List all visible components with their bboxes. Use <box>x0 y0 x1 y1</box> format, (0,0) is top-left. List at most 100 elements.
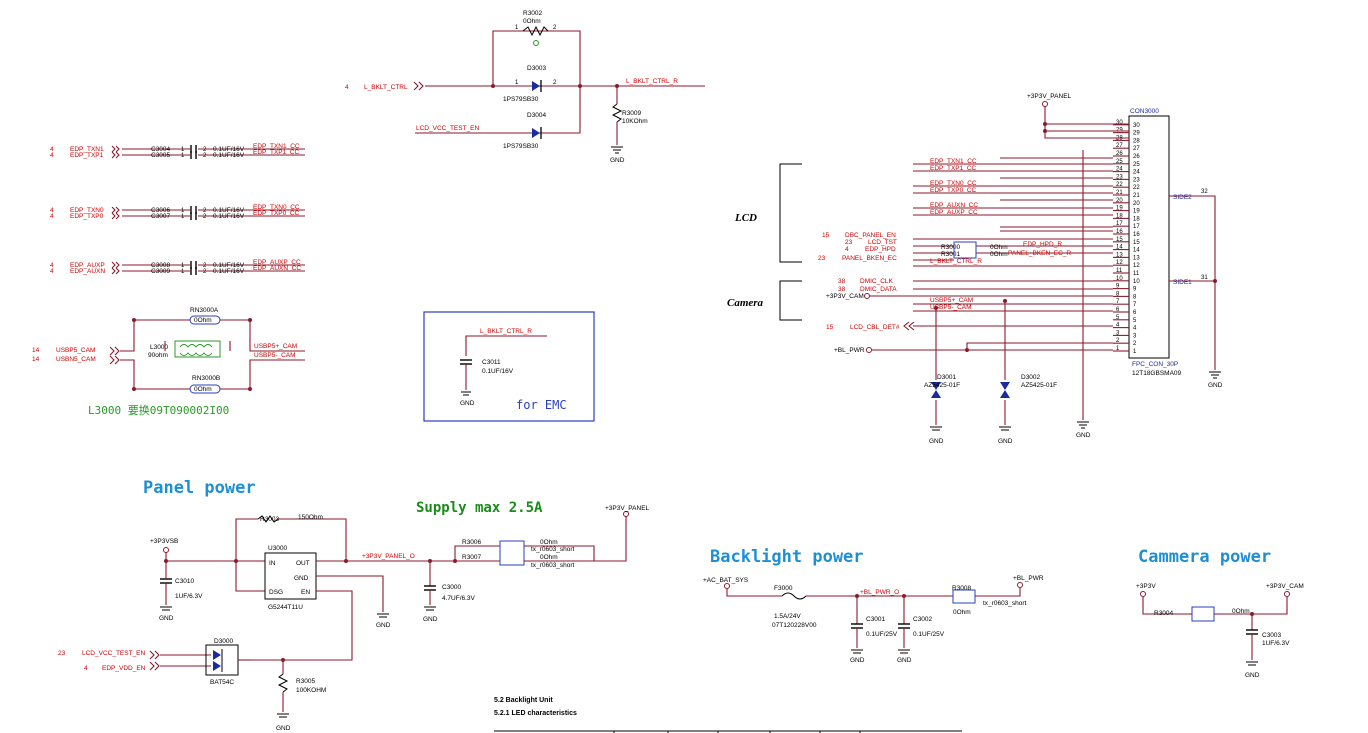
edp-net-5: EDP_AUXN <box>70 268 105 275</box>
con-pin-num-7: 7 <box>1133 302 1137 308</box>
con-pin-15: 15 <box>1116 237 1123 243</box>
svg-text:GND: GND <box>998 438 1013 445</box>
lcd-vcc-test-en-2: LCD_VCC_TEST_EN <box>82 650 146 657</box>
con3000-pn: 12T18GBSMA09 <box>1132 370 1182 377</box>
edp-net-2: EDP_TXN0 <box>70 207 104 214</box>
bl-vin: +AC_BAT_SYS <box>703 577 749 584</box>
det-ref: 15 <box>826 324 834 331</box>
edp-cap-val-1: 0.1UF/16V <box>213 152 245 159</box>
rn3000b-ref: RN3000B <box>192 375 220 382</box>
edp-net-3: EDP_TXP0 <box>70 213 104 220</box>
con-pin-26: 26 <box>1116 151 1123 157</box>
panel-bken-ec-r: PANEL_BKEN_EC_R <box>1008 250 1071 257</box>
edp-net-0: EDP_TXN1 <box>70 146 104 153</box>
svg-text:1: 1 <box>181 153 185 159</box>
r3001-ref: R3001 <box>941 251 961 258</box>
d3000-part: BAT54C <box>210 679 234 686</box>
lcd-tst: LCD_TST <box>868 239 897 246</box>
usbn5-cam-in: USBN5_CAM <box>56 356 96 363</box>
d3001-ref: D3001 <box>937 374 957 381</box>
panel-vin: +3P3VSB <box>150 538 178 545</box>
l3000-value: 90ohm <box>148 352 168 359</box>
r3005-gnd: GND <box>276 725 291 732</box>
r3000-r3001-icon <box>953 241 977 259</box>
dbc-panel-en: DBC_PANEL_EN <box>845 232 896 239</box>
con-pin-13: 13 <box>1116 252 1123 258</box>
edp-cc-net-3: EDP_TXP0_CC <box>253 210 300 217</box>
d3000-ref: D3000 <box>214 638 234 645</box>
pin32: 32 <box>1201 189 1208 195</box>
con-pin-24: 24 <box>1116 167 1123 173</box>
r3008-ref: R3008 <box>952 585 972 592</box>
dbc-ref: 15 <box>822 232 830 239</box>
cam-pwr-net: +3P3V_CAM <box>826 293 864 300</box>
con-pin-num-6: 6 <box>1133 310 1137 316</box>
d3001-tvs-icon <box>931 382 941 390</box>
lcd-tst-ref: 23 <box>845 239 853 246</box>
svg-text:GND: GND <box>1245 672 1260 679</box>
svg-text:2: 2 <box>203 147 207 153</box>
panel-power-net: +3P3V_PANEL <box>1027 93 1072 100</box>
con-pin-11: 11 <box>1116 268 1123 274</box>
svg-text:GND: GND <box>929 438 944 445</box>
c3002-value: 0.1UF/25V <box>913 631 945 638</box>
r3003-value: 150Ohm <box>298 514 323 521</box>
u3000-part: G5244T11U <box>268 604 303 611</box>
svg-text:GND: GND <box>610 157 625 164</box>
bklt-ctrl-out: L_BKLT_CTRL_R <box>626 78 678 85</box>
f3000-value: 1.5A/24V <box>774 613 801 620</box>
svg-text:1: 1 <box>181 208 185 214</box>
d3003-part: 1PS79SB30 <box>503 96 539 103</box>
lcd-cbl-det: LCD_CBL_DET# <box>850 324 900 331</box>
r3000-value: 0Ohm <box>990 244 1008 251</box>
r3004-icon <box>1191 606 1215 622</box>
dmic-data-ref: 38 <box>838 286 846 293</box>
c3003-ref: C3003 <box>1262 632 1282 639</box>
rn3000a-ref: RN3000A <box>190 307 219 314</box>
u3000-pin-en: EN <box>301 589 310 596</box>
edp-ref-3: 4 <box>50 213 54 220</box>
con-pin-num-10: 10 <box>1133 279 1140 285</box>
side1-label: SIDE1 <box>1173 279 1192 286</box>
con3000-ref: CON3000 <box>1130 108 1159 115</box>
en2-ref: 4 <box>84 665 88 672</box>
r3008-short: tx_r0603_short <box>983 600 1027 607</box>
con-pin-9: 9 <box>1116 284 1120 290</box>
rn3000b-value: 0Ohm <box>194 386 212 393</box>
svg-text:1: 1 <box>181 214 185 220</box>
con-pin-2: 2 <box>1116 338 1120 344</box>
con-pin-num-16: 16 <box>1133 232 1140 238</box>
con-net-2: EDP_TXN0_CC <box>930 180 977 187</box>
r3004-value: 0Ohm <box>1232 608 1250 615</box>
rn3000a-value: 0Ohm <box>194 317 212 324</box>
camera-power-block: Cammera power +3P3V +3P3V_CAM R3004 0Ohm… <box>1136 547 1304 679</box>
con-pin-10: 10 <box>1116 276 1123 282</box>
usbp-cam-net: USBP5+_CAM <box>930 297 973 304</box>
edp-cc-net-1: EDP_TXP1_CC <box>253 149 300 156</box>
con-pin-num-23: 23 <box>1133 177 1140 183</box>
con-net-3: EDP_TXP0_CC <box>930 187 977 194</box>
usbp5-cam-in: USBP5_CAM <box>56 347 95 354</box>
svg-text:2: 2 <box>203 153 207 159</box>
con-pin-6: 6 <box>1116 307 1120 313</box>
con-pin-num-21: 21 <box>1133 193 1140 199</box>
c3010-value: 1UF/6.3V <box>175 593 203 600</box>
emc-note: for EMC <box>516 398 567 412</box>
edp-cap-ref-2: C3006 <box>151 207 171 214</box>
con-pin-25: 25 <box>1116 159 1123 165</box>
con-net-1: EDP_TXP1_CC <box>930 165 977 172</box>
edp-cc-net-2: EDP_TXN0_CC <box>253 204 300 211</box>
svg-text:2: 2 <box>203 208 207 214</box>
backlight-power-title: Backlight power <box>710 547 864 567</box>
con-pin-27: 27 <box>1116 143 1123 149</box>
edp-cc-net-5: EDP_AUXN_CC <box>253 265 301 272</box>
con-pin-num-1: 1 <box>1133 349 1137 355</box>
con-net-0: EDP_TXN1_CC <box>930 158 977 165</box>
c3011-ref: C3011 <box>482 359 501 366</box>
emc-gnd: GND <box>460 400 475 407</box>
edp-ref-1: 4 <box>50 152 54 159</box>
edp-vdd-en: EDP_VDD_EN <box>102 665 146 672</box>
d3003-diode-icon <box>532 81 540 91</box>
emc-net: L_BKLT_CTRL_R <box>480 328 532 335</box>
lcd-section-label: LCD <box>734 212 757 224</box>
